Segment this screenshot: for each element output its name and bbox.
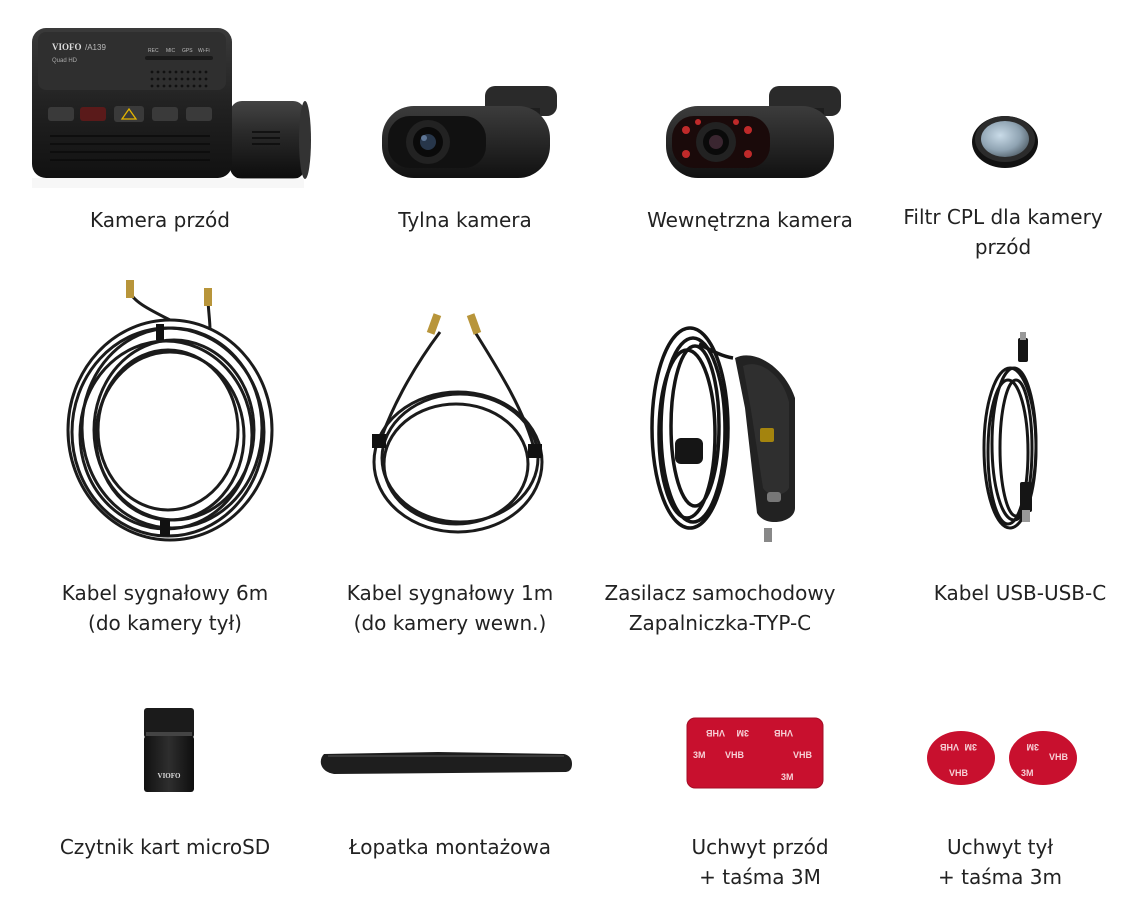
label-rear-camera: Tylna kamera: [398, 208, 532, 232]
indicator-rec: REC: [148, 48, 159, 54]
front-camera-model: /A139: [85, 43, 106, 52]
rear-tape-vhb-1: VHB: [939, 742, 959, 752]
front-mount-tape-image: VHB 3M VHB 3M VHB 3M VHB: [686, 717, 824, 789]
label-front-camera: Kamera przód: [90, 208, 230, 232]
label-car-charger: Zasilacz samochodowy Zapalniczka-TYP-C: [604, 581, 836, 635]
interior-camera-image: [666, 86, 841, 178]
indicator-mic: MIC: [166, 48, 176, 54]
label-card-reader: Czytnik kart microSD: [59, 835, 271, 859]
rear-tape-3m-2: 3M: [1026, 742, 1039, 752]
front-tape-3m-2: 3M: [693, 750, 706, 760]
car-charger-image: [650, 326, 795, 542]
signal-cable-6m-image: [66, 280, 274, 542]
label-rear-mount: Uchwyt tył + taśma 3m: [938, 835, 1062, 889]
label-cpl-filter: Filtr CPL dla kamery przód: [903, 205, 1103, 259]
indicator-gps: GPS: [182, 48, 193, 54]
rear-tape-3m-1: 3M: [964, 742, 977, 752]
front-tape-vhb-2: VHB: [773, 728, 793, 738]
card-reader-brand: VIOFO: [158, 772, 182, 780]
front-tape-vhb-4: VHB: [793, 750, 813, 760]
front-camera-image: VIOFO /A139 Quad HD REC MIC GPS Wi-Fi: [32, 28, 311, 188]
front-camera-sub: Quad HD: [52, 58, 78, 64]
label-usb-cable: Kabel USB-USB-C: [933, 581, 1107, 605]
rear-mount-tape-image: VHB 3M VHB 3M VHB 3M: [927, 731, 1077, 785]
rear-tape-vhb-2: VHB: [949, 768, 969, 778]
rear-camera-image: [382, 86, 557, 178]
label-interior-camera: Wewnętrzna kamera: [647, 208, 853, 232]
usb-cable-image: [982, 332, 1038, 530]
rear-tape-vhb-3: VHB: [1049, 752, 1069, 762]
front-tape-3m-1: 3M: [736, 728, 749, 738]
pry-tool-image: [320, 752, 572, 774]
signal-cable-1m-image: [372, 313, 544, 534]
label-pry-tool: Łopatka montażowa: [349, 835, 551, 859]
cpl-filter-image: [972, 116, 1038, 168]
front-tape-3m-3: 3M: [781, 772, 794, 782]
front-camera-brand: VIOFO: [52, 42, 82, 52]
rear-tape-3m-3: 3M: [1021, 768, 1034, 778]
card-reader-image: VIOFO: [144, 708, 194, 792]
label-signal-cable-1m: Kabel sygnałowy 1m (do kamery wewn.): [346, 581, 554, 635]
label-front-mount: Uchwyt przód + taśma 3M: [691, 835, 829, 889]
front-tape-vhb-1: VHB: [705, 728, 725, 738]
indicator-wifi: Wi-Fi: [198, 48, 210, 54]
front-tape-vhb-3: VHB: [725, 750, 745, 760]
label-signal-cable-6m: Kabel sygnałowy 6m (do kamery tył): [61, 581, 269, 635]
